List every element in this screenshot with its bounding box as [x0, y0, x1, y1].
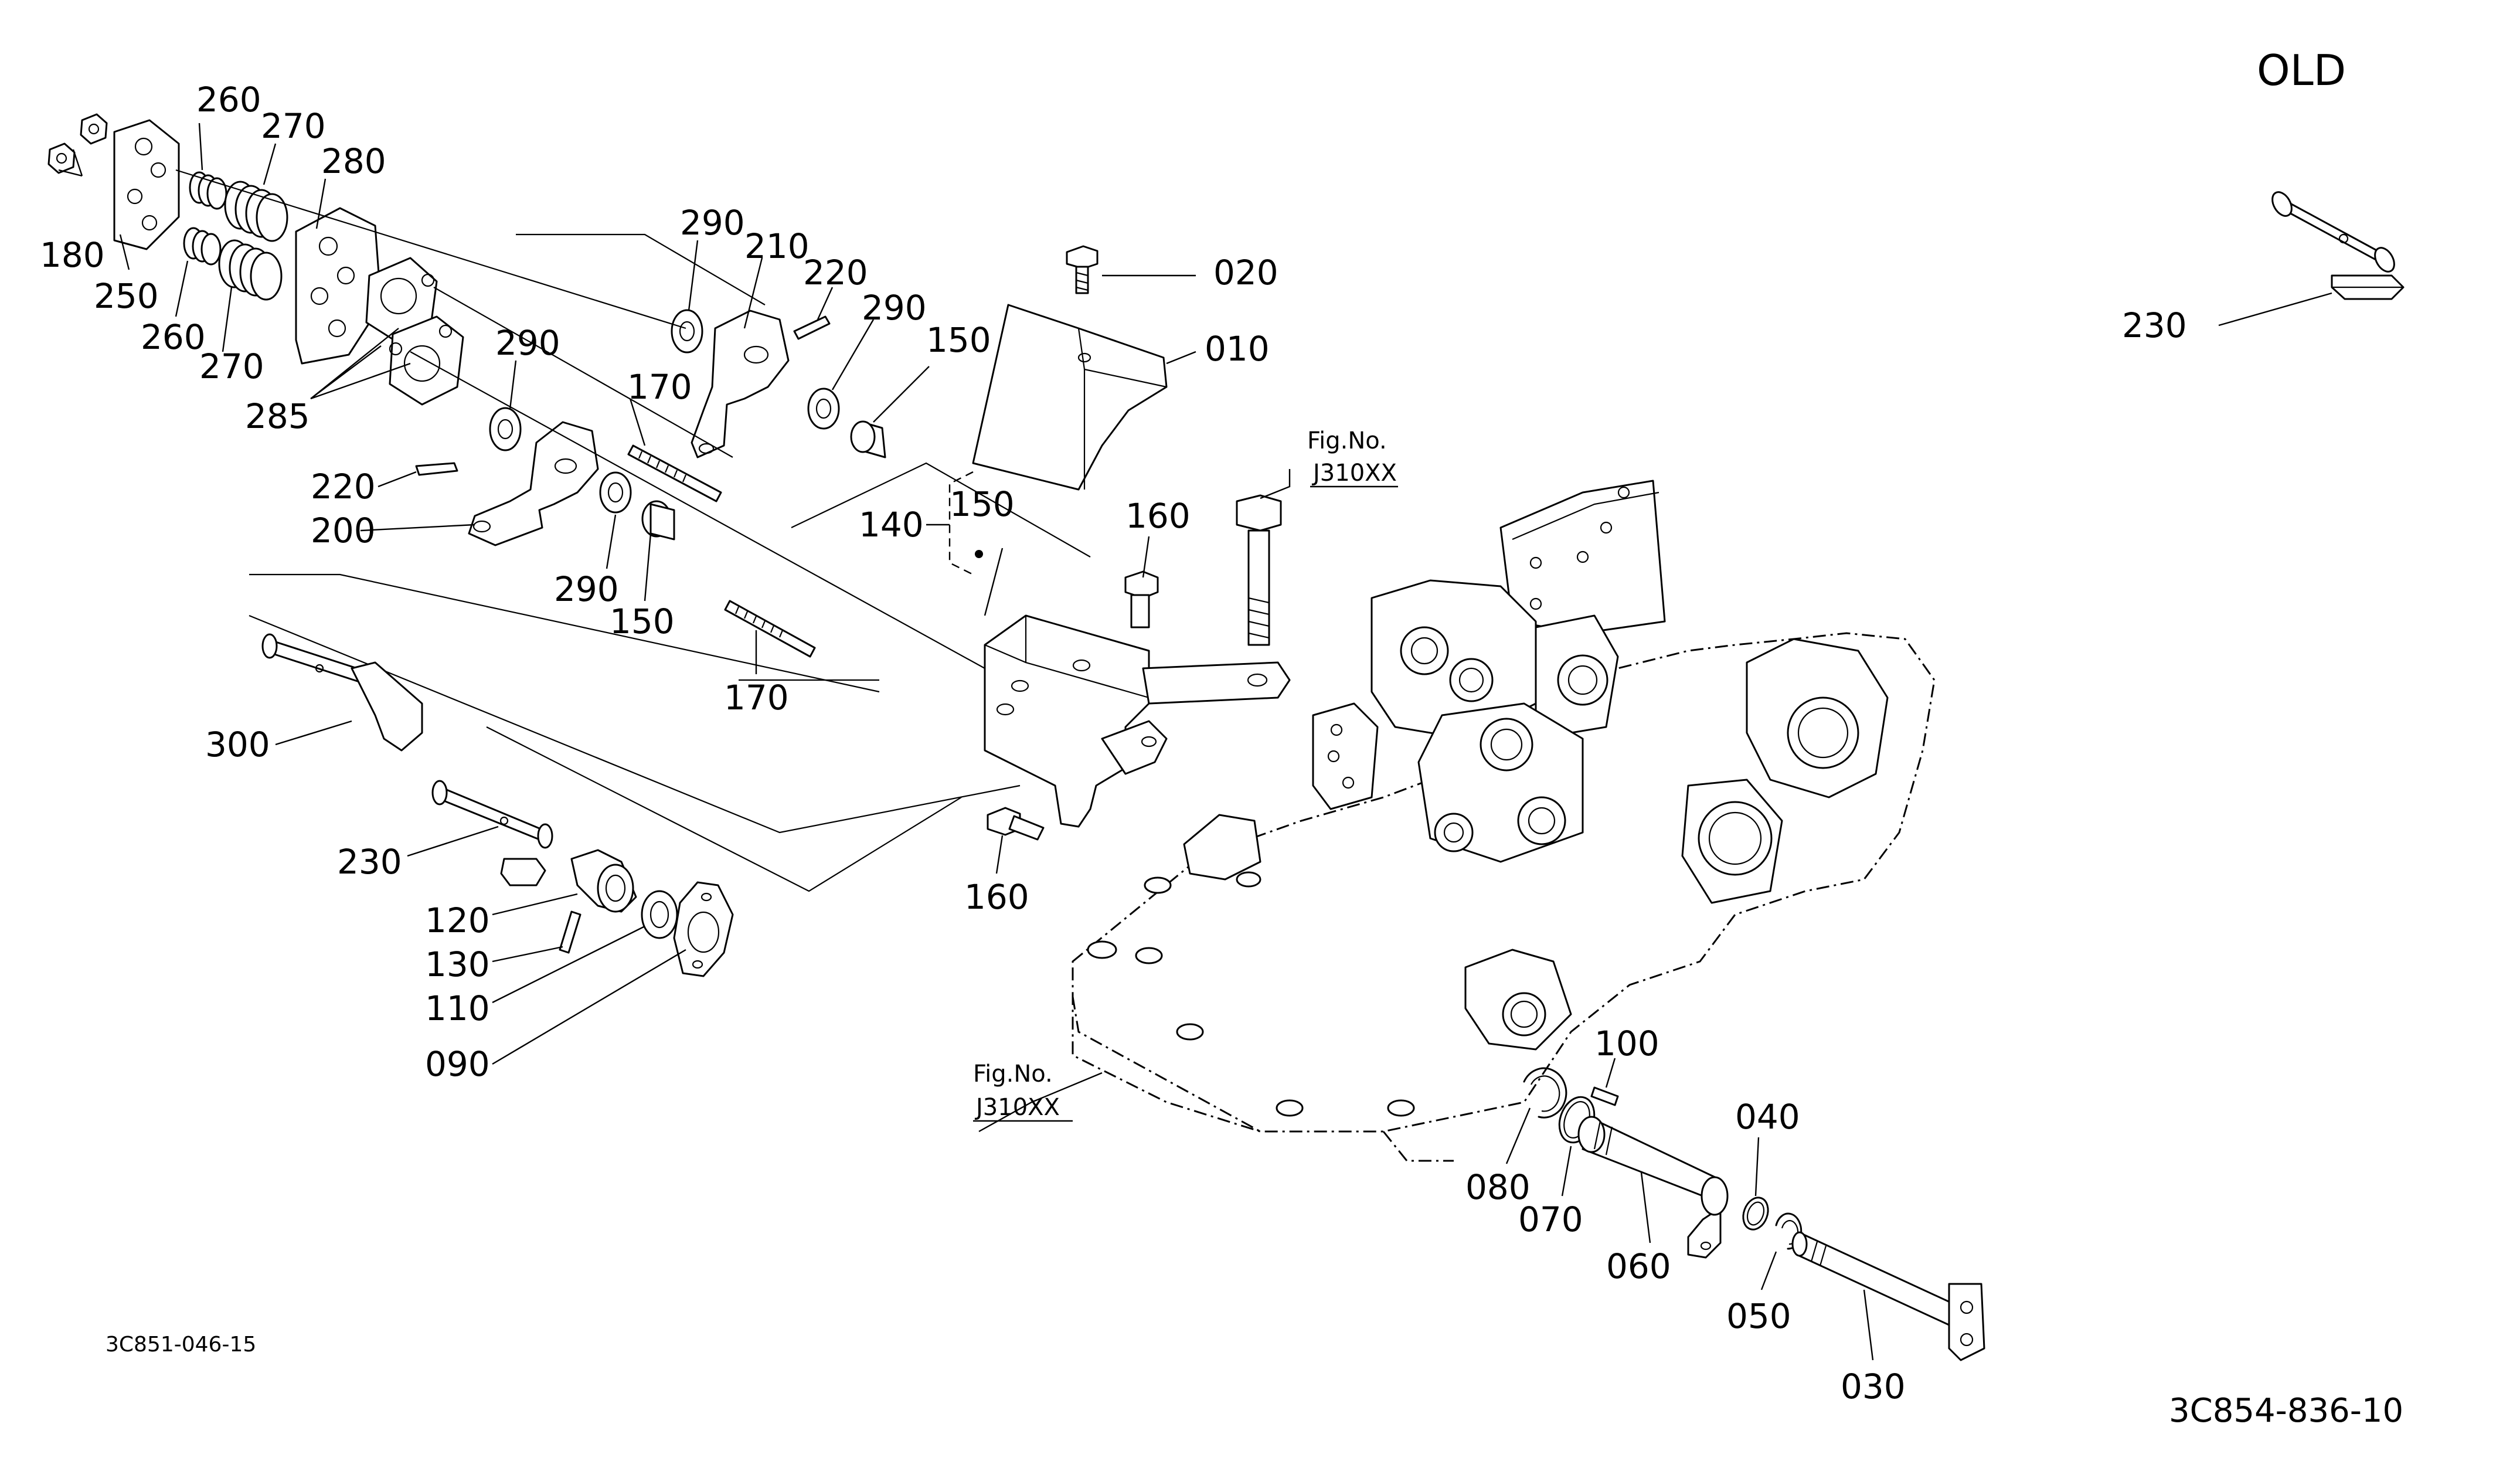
callout-label: 080 [1465, 1167, 1531, 1207]
fig-reference-lower: Fig.No. J310XX [973, 1061, 1073, 1122]
bolt-020 [1066, 245, 1099, 294]
callout-label: 200 [311, 511, 376, 550]
old-pin-230-drawing [2218, 191, 2405, 327]
callout-label: 290 [862, 288, 927, 328]
callout-label: 140 [859, 505, 924, 545]
shaft-300 [261, 633, 423, 752]
callout-label: 260 [196, 80, 261, 120]
lever-210 [691, 310, 790, 458]
callout-label: 130 [425, 944, 490, 984]
stud-170-a [627, 444, 722, 502]
callout-label: 170 [724, 678, 789, 718]
callout-labels: 260 270 280 180 250 260 270 285 290 210 … [40, 80, 2187, 1406]
callout-label: 300 [205, 725, 270, 764]
callout-label: 150 [950, 484, 1015, 524]
cover-010 [972, 304, 1168, 491]
callout-label: 060 [1606, 1246, 1671, 1286]
callout-label: 010 [1205, 329, 1270, 369]
sleeve-060 [1577, 1116, 1729, 1259]
callout-label: 120 [425, 900, 490, 940]
callout-label: 090 [425, 1044, 490, 1084]
diagram-code-left: 3C851-046-15 [106, 1333, 256, 1357]
reference-dot [975, 550, 983, 558]
callout-label: 290 [680, 203, 745, 243]
callout-label: 160 [1125, 496, 1191, 536]
valve-housing-outline [1072, 480, 1936, 1162]
pin-220-b [793, 315, 831, 340]
callout-label: 160 [964, 877, 1029, 917]
callout-label: 150 [926, 320, 991, 360]
callout-label: 290 [554, 569, 619, 609]
callout-label: 280 [321, 141, 386, 181]
callout-label: 070 [1518, 1199, 1583, 1239]
fig-ref-upper-line2: J310XX [1311, 460, 1397, 487]
bushing-150-b [850, 420, 886, 458]
fig-ref-lower-line2: J310XX [974, 1094, 1060, 1121]
snap-ring-080 [1523, 1067, 1567, 1119]
plates-285 [365, 257, 464, 406]
washer-290-c [671, 309, 703, 354]
washer-290-b [599, 471, 632, 514]
bracket-140 [984, 614, 1291, 828]
plate-090 [673, 881, 734, 977]
callout-label: 220 [311, 467, 376, 507]
pin-220-a [415, 462, 458, 476]
shaft-030 [1791, 1231, 1985, 1361]
long-bolt [1236, 494, 1282, 646]
callout-label: 220 [803, 253, 868, 293]
callout-label: 100 [1594, 1024, 1659, 1063]
assembly-lines [175, 169, 1091, 892]
collar-120 [570, 849, 637, 913]
o-ring-040 [1742, 1197, 1769, 1231]
stud-170-b [724, 600, 816, 658]
fig-ref-upper-line1: Fig.No. [1307, 427, 1387, 454]
plate-280 [295, 207, 382, 365]
callout-label: 050 [1726, 1296, 1791, 1336]
callout-leaders [58, 123, 1874, 1361]
plate-250 [113, 119, 180, 250]
key-100 [1590, 1086, 1619, 1106]
diagram-code-right: 3C854-836-10 [2169, 1392, 2403, 1430]
callout-label: 250 [94, 276, 159, 316]
callout-label: 210 [744, 226, 810, 266]
callout-label: 270 [199, 346, 264, 386]
callout-label: 230 [337, 842, 402, 882]
washer-110 [641, 890, 678, 939]
bolt-160-upper [1124, 570, 1159, 628]
callout-label: 110 [425, 988, 490, 1028]
washer-290-a [489, 407, 522, 451]
callout-label: 260 [141, 317, 206, 357]
springs-260-270 [183, 171, 288, 301]
callout-label: 270 [261, 106, 326, 146]
callout-label: 150 [610, 602, 675, 641]
diagram-title: OLD [2257, 46, 2346, 95]
bolt-160-lower [987, 807, 1045, 841]
bushing-150-a [641, 500, 675, 541]
callout-label: 230 [2122, 305, 2187, 345]
pin-130 [559, 910, 581, 954]
callout-label: 290 [495, 323, 560, 363]
callout-label: 030 [1841, 1367, 1906, 1406]
nuts-180 [47, 113, 108, 174]
fig-ref-lower-line1: Fig.No. [973, 1061, 1053, 1088]
washer-290-d [807, 388, 840, 430]
callout-label: 040 [1735, 1097, 1800, 1137]
pin-230 [431, 780, 553, 886]
callout-label: 285 [245, 396, 310, 436]
lever-200 [468, 421, 599, 546]
callout-label: 170 [627, 367, 692, 407]
fig-reference-upper: Fig.No. J310XX [1307, 427, 1398, 488]
callout-label: 020 [1213, 253, 1278, 293]
callout-label: 180 [40, 235, 105, 275]
